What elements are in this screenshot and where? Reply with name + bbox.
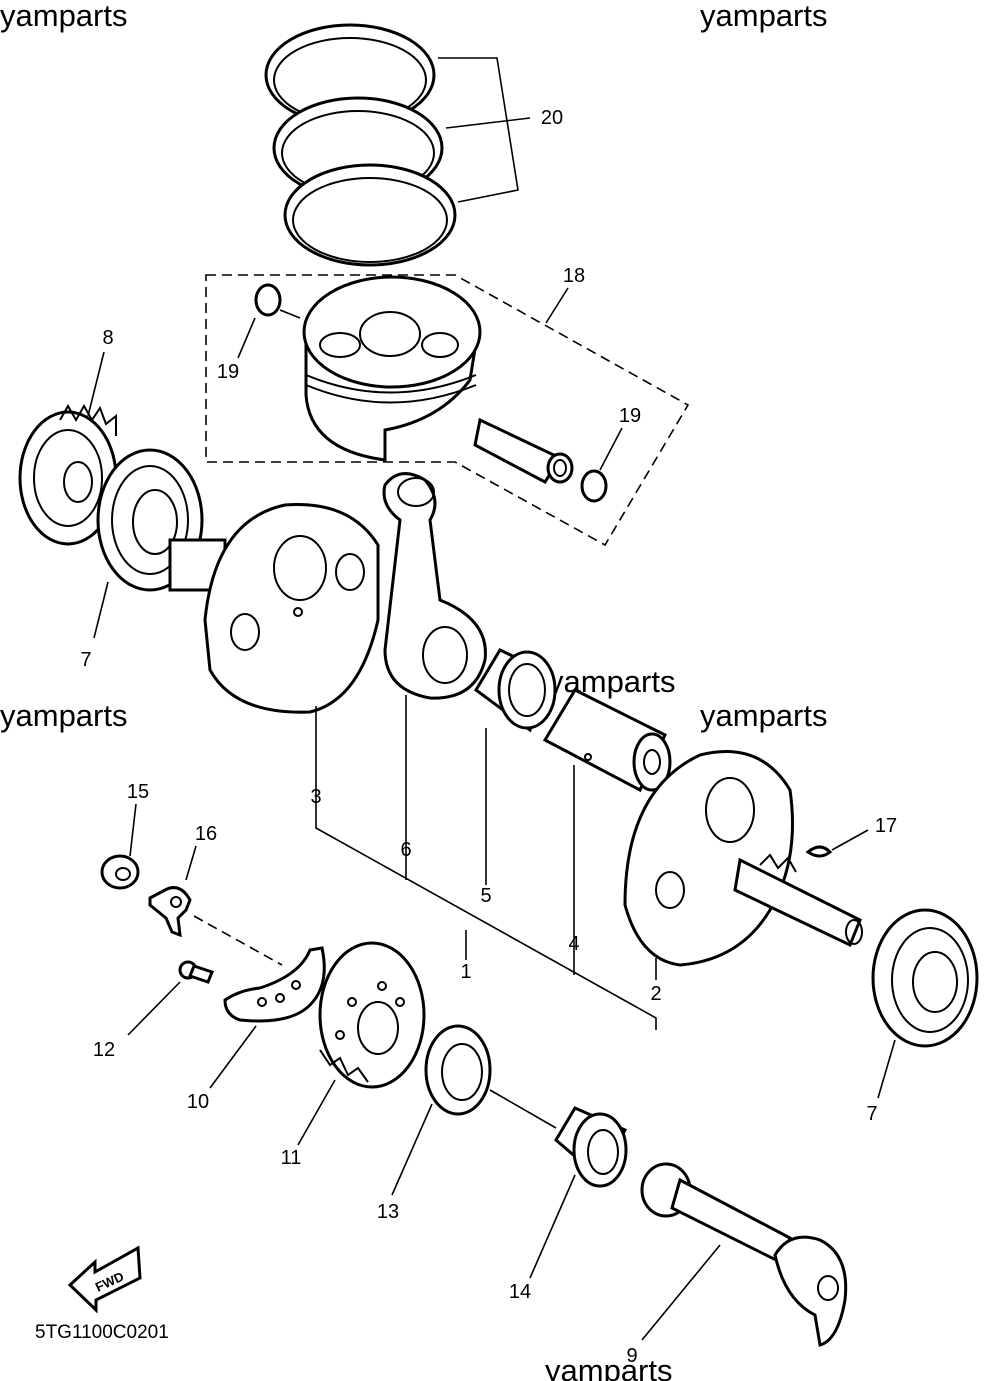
callout-5: 5 <box>480 885 491 907</box>
balancer-bearing <box>424 1024 492 1116</box>
watermark: yamparts <box>548 664 675 699</box>
balancer-weight <box>223 946 326 1023</box>
callout-14: 14 <box>509 1281 531 1303</box>
callout-12: 12 <box>93 1039 115 1061</box>
callout-7: 7 <box>80 649 91 671</box>
crank-wheel-left <box>168 503 380 714</box>
callout-4: 4 <box>568 933 579 955</box>
crank-pin-bearing <box>474 648 557 733</box>
piston-ring-set <box>264 23 457 267</box>
callout-8: 8 <box>102 327 113 349</box>
watermark: yamparts <box>0 698 127 733</box>
crank-wheel-right <box>623 750 863 967</box>
callout-16: 16 <box>195 823 217 845</box>
callout-2: 2 <box>650 983 661 1005</box>
watermark: yamparts <box>0 0 127 33</box>
needle-bearing <box>554 1106 628 1188</box>
callout-17: 17 <box>875 815 897 837</box>
forward-direction-arrow: FWD <box>67 1245 142 1314</box>
diagram-code: 5TG1100C0201 <box>35 1322 169 1343</box>
watermark: yamparts <box>545 1353 672 1381</box>
piston-pin-clip <box>254 283 282 317</box>
crank-pin <box>542 688 672 793</box>
bolt <box>178 960 214 984</box>
piston-group-box <box>205 274 690 547</box>
callout-7: 7 <box>866 1103 877 1125</box>
watermark: yamparts <box>700 698 827 733</box>
crank-bearing <box>871 908 979 1048</box>
callout-19: 19 <box>619 405 641 427</box>
connecting-rod <box>382 472 487 700</box>
balancer-shaft <box>640 1162 848 1347</box>
balancer-drive-gear <box>318 941 426 1089</box>
callout-15: 15 <box>127 781 149 803</box>
callout-1: 1 <box>460 961 471 983</box>
woodruff-key <box>805 845 833 858</box>
lock-washer <box>148 886 192 938</box>
callout-9: 9 <box>626 1345 637 1367</box>
watermark: yamparts <box>700 0 827 33</box>
callout-3: 3 <box>310 786 321 808</box>
callout-20: 20 <box>541 107 563 129</box>
callout-11: 11 <box>281 1147 302 1169</box>
nut <box>100 854 140 890</box>
piston <box>302 275 482 462</box>
callout-19: 19 <box>217 361 239 383</box>
callout-13: 13 <box>377 1201 399 1223</box>
piston-pin-clip <box>580 469 608 503</box>
callout-18: 18 <box>563 265 585 287</box>
callout-10: 10 <box>187 1091 209 1113</box>
piston-pin <box>473 417 574 484</box>
callout-6: 6 <box>400 839 411 861</box>
